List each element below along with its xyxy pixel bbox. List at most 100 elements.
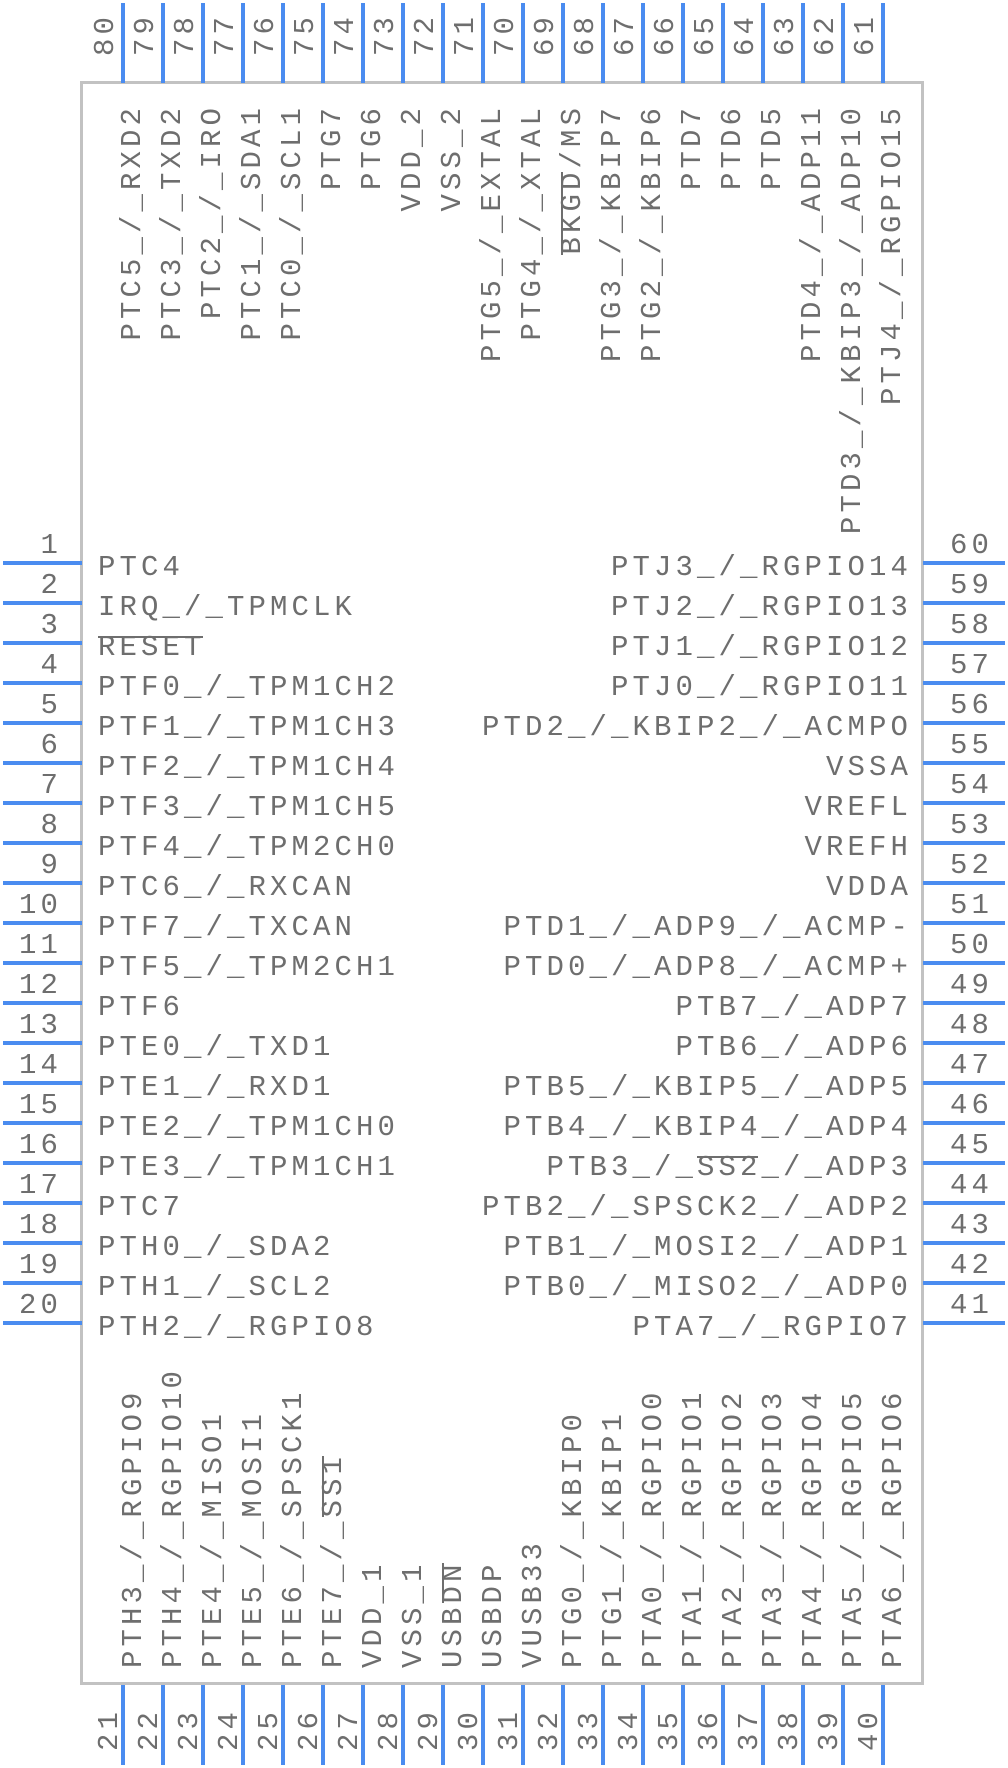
pin-43[interactable] — [923, 1241, 1005, 1245]
pin-52[interactable] — [923, 881, 1005, 885]
pin-64[interactable] — [761, 3, 765, 83]
pin-28[interactable] — [401, 1685, 405, 1765]
pin-label-text: PTA6_/_RGPIO6 — [877, 1388, 910, 1668]
pin-51[interactable] — [923, 921, 1005, 925]
pin-74[interactable] — [361, 3, 365, 83]
pin-54[interactable] — [923, 801, 1005, 805]
pin-65[interactable] — [721, 3, 725, 83]
pin-48[interactable] — [923, 1041, 1005, 1045]
pin-39[interactable] — [841, 1685, 845, 1765]
pin-34[interactable] — [641, 1685, 645, 1765]
pin-73[interactable] — [401, 3, 405, 83]
pin-55[interactable] — [923, 761, 1005, 765]
pin-57[interactable] — [923, 681, 1005, 685]
pin-9[interactable] — [3, 881, 82, 885]
pin-35[interactable] — [681, 1685, 685, 1765]
pin-7[interactable] — [3, 801, 82, 805]
pin-37[interactable] — [761, 1685, 765, 1765]
pin-78[interactable] — [201, 3, 205, 83]
pin-63[interactable] — [801, 3, 805, 83]
pin-number: 10 — [18, 889, 62, 922]
pin-72[interactable] — [441, 3, 445, 83]
pin-2[interactable] — [3, 601, 82, 605]
pin-3[interactable] — [3, 641, 82, 645]
pin-59[interactable] — [923, 601, 1005, 605]
pin-6[interactable] — [3, 761, 82, 765]
pin-49[interactable] — [923, 1001, 1005, 1005]
pin-67[interactable] — [641, 3, 645, 83]
pin-15[interactable] — [3, 1121, 82, 1125]
pin-71[interactable] — [481, 3, 485, 83]
pin-30[interactable] — [481, 1685, 485, 1765]
pin-56[interactable] — [923, 721, 1005, 725]
pin-40[interactable] — [881, 1685, 885, 1765]
pin-68[interactable] — [601, 3, 605, 83]
pin-24[interactable] — [241, 1685, 245, 1765]
pin-19[interactable] — [3, 1281, 82, 1285]
pin-17[interactable] — [3, 1201, 82, 1205]
pin-5[interactable] — [3, 721, 82, 725]
pin-62[interactable] — [841, 3, 845, 83]
pin-label-text: PTD3_/_KBIP3_/_ADP10 — [836, 104, 869, 534]
pin-41[interactable] — [923, 1321, 1005, 1325]
pin-label: PTA0_/_RGPIO0 — [637, 1388, 670, 1668]
pin-label-text: PTB3_/_SS2_/_ADP3 — [546, 1153, 912, 1183]
pin-76[interactable] — [281, 3, 285, 83]
pin-46[interactable] — [923, 1121, 1005, 1125]
pin-45[interactable] — [923, 1161, 1005, 1165]
pin-label: PTG5_/_EXTAL — [476, 104, 509, 704]
pin-name: PTC6_/_RXCAN — [98, 871, 357, 904]
pin-27[interactable] — [361, 1685, 365, 1765]
pin-12[interactable] — [3, 1001, 82, 1005]
pin-75[interactable] — [321, 3, 325, 83]
pin-80[interactable] — [121, 3, 125, 83]
pin-53[interactable] — [923, 841, 1005, 845]
pin-16[interactable] — [3, 1161, 82, 1165]
pin-25[interactable] — [281, 1685, 285, 1765]
pin-number: 77 — [209, 12, 242, 56]
pin-79[interactable] — [161, 3, 165, 83]
pin-label: PTD1_/_ADP9_/_ACMP- — [503, 913, 912, 943]
pin-number: 51 — [950, 889, 994, 922]
pin-44[interactable] — [923, 1201, 1005, 1205]
pin-10[interactable] — [3, 921, 82, 925]
pin-name: PTF3_/_TPM1CH5 — [98, 791, 400, 824]
pin-42[interactable] — [923, 1281, 1005, 1285]
pin-31[interactable] — [521, 1685, 525, 1765]
pin-4[interactable] — [3, 681, 82, 685]
pin-32[interactable] — [561, 1685, 565, 1765]
pin-1[interactable] — [3, 561, 82, 565]
pin-50[interactable] — [923, 961, 1005, 965]
pin-11[interactable] — [3, 961, 82, 965]
pin-23[interactable] — [201, 1685, 205, 1765]
pin-70[interactable] — [521, 3, 525, 83]
pin-66[interactable] — [681, 3, 685, 83]
pin-60[interactable] — [923, 561, 1005, 565]
pin-26[interactable] — [321, 1685, 325, 1765]
pin-name: PTE0_/_TXD1 — [98, 1031, 335, 1064]
pin-label: PTE7_/_SS1 — [317, 1453, 350, 1668]
pin-name: PTE1_/_RXD1 — [98, 1071, 335, 1104]
pin-33[interactable] — [601, 1685, 605, 1765]
pin-47[interactable] — [923, 1081, 1005, 1085]
pin-36[interactable] — [721, 1685, 725, 1765]
pin-61[interactable] — [881, 3, 885, 83]
pin-58[interactable] — [923, 641, 1005, 645]
pin-20[interactable] — [3, 1321, 82, 1325]
pin-8[interactable] — [3, 841, 82, 845]
pin-label: PTH0_/_SDA2 — [98, 1233, 335, 1263]
pin-number: 55 — [950, 729, 994, 762]
pin-number: 71 — [449, 12, 482, 56]
pin-22[interactable] — [161, 1685, 165, 1765]
pin-38[interactable] — [801, 1685, 805, 1765]
pin-number: 1 — [40, 529, 62, 562]
pin-21[interactable] — [121, 1685, 125, 1765]
pin-18[interactable] — [3, 1241, 82, 1245]
pin-14[interactable] — [3, 1081, 82, 1085]
pin-29[interactable] — [441, 1685, 445, 1765]
pin-13[interactable] — [3, 1041, 82, 1045]
pin-number: 59 — [950, 569, 994, 602]
pin-77[interactable] — [241, 3, 245, 83]
pin-69[interactable] — [561, 3, 565, 83]
pin-number: 34 — [613, 1707, 646, 1751]
